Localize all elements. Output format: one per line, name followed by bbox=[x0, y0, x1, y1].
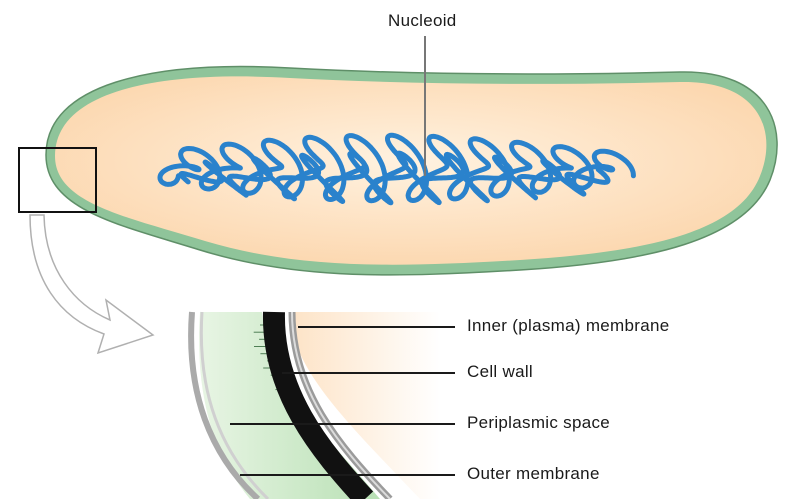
zoom-arrow bbox=[30, 215, 153, 353]
periplasmic-space-label: Periplasmic space bbox=[467, 413, 610, 433]
inner-membrane-label: Inner (plasma) membrane bbox=[467, 316, 669, 336]
cell-wall-label: Cell wall bbox=[467, 362, 533, 382]
envelope-cross-section bbox=[191, 312, 440, 499]
bacterial-cell bbox=[46, 36, 777, 275]
nucleoid-label: Nucleoid bbox=[388, 11, 457, 31]
outer-membrane-label: Outer membrane bbox=[467, 464, 600, 484]
